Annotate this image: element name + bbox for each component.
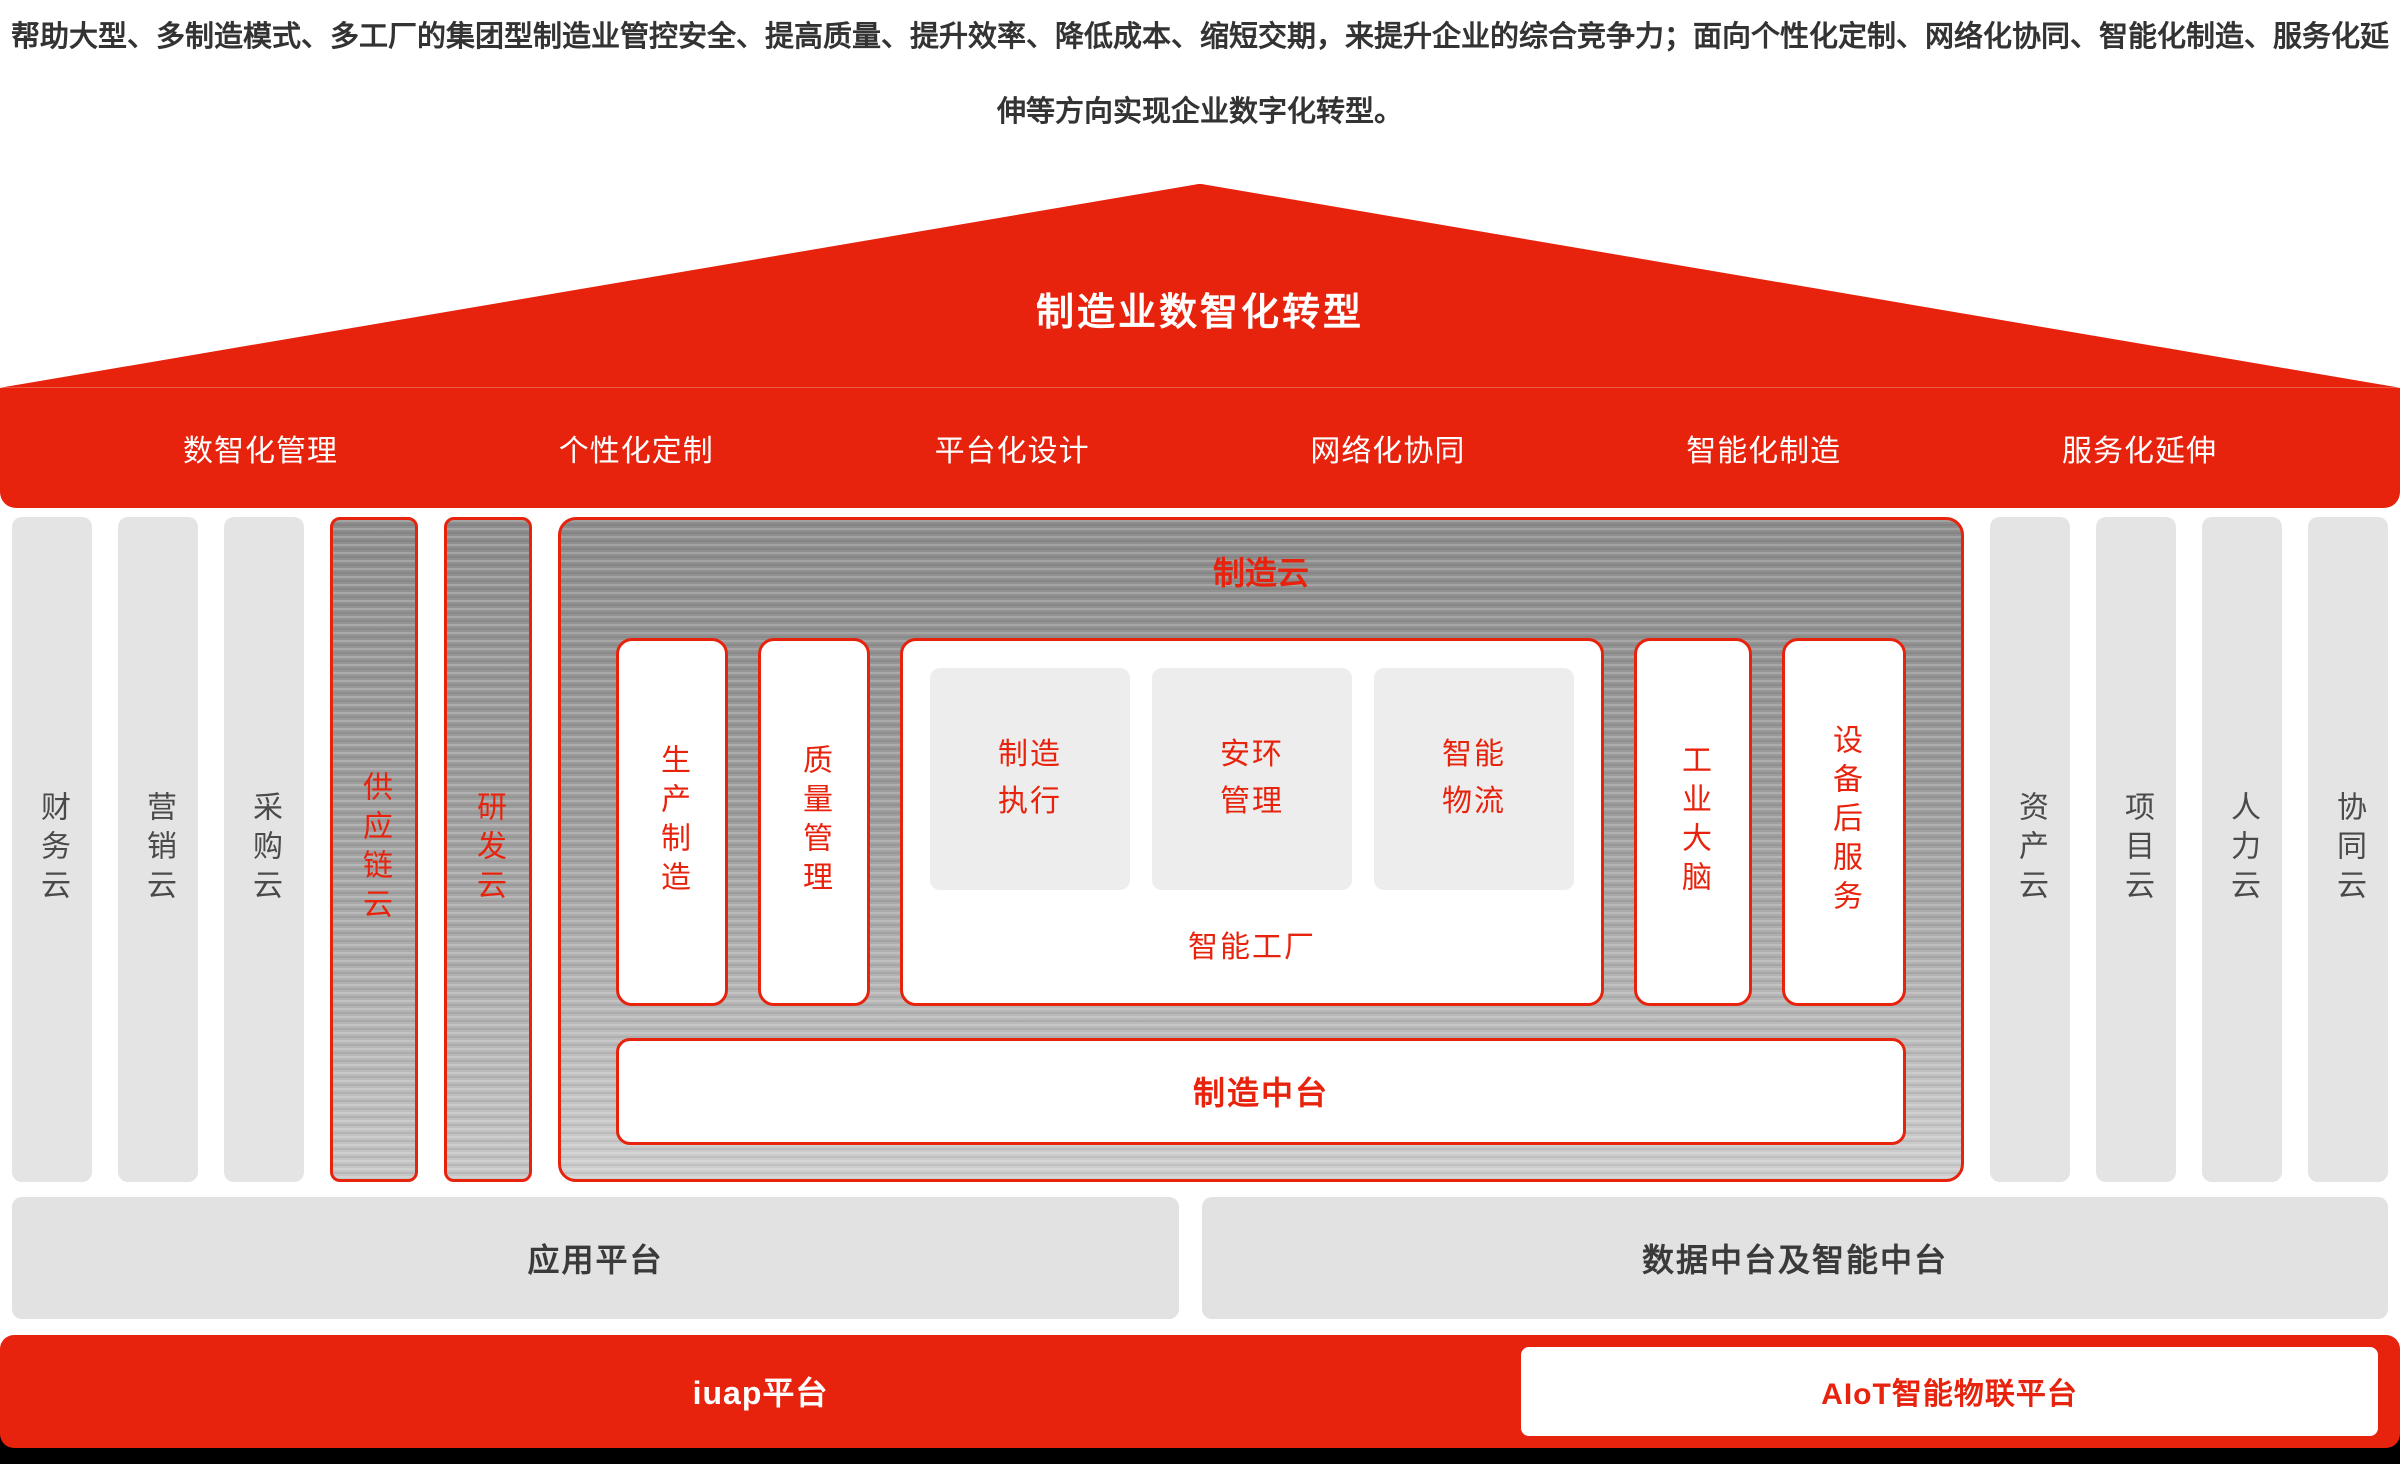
pillar-rnd-cloud: 研发云	[444, 516, 532, 1182]
band-item-personalized-customization: 个性化定制	[558, 434, 714, 468]
band-item-platform-design: 平台化设计	[934, 434, 1090, 468]
band-item-networked-collaboration: 网络化协同	[1310, 434, 1466, 468]
pillar-collaboration-cloud: 协同云	[2308, 516, 2388, 1182]
device-after-service-box: 设备后服务	[1782, 637, 1906, 1006]
iuap-platform-bar: iuap平台 AIoT智能物联平台	[0, 1334, 2400, 1448]
roof-triangle: 制造业数智化转型	[0, 183, 2400, 388]
pillar-label: 营销云	[142, 790, 175, 908]
pillar-finance-cloud: 财务云	[12, 516, 92, 1182]
pillars-row: 财务云 营销云 采购云 供应链云 研发云 制造云 生产制造 质量管理	[0, 516, 2400, 1182]
pillar-label: 协同云	[2332, 790, 2365, 908]
footer: iuap平台 AIoT智能物联平台	[0, 1334, 2400, 1464]
industrial-brain-box: 工业大脑	[1634, 637, 1752, 1006]
smart-logistics-cell: 智能 物流	[1374, 667, 1574, 890]
pillar-label: 研发云	[472, 790, 505, 908]
manufacturing-cloud-title: 制造云	[1212, 554, 1309, 591]
pillar-label: 人力云	[2226, 790, 2259, 908]
manufacturing-cloud-panel: 制造云 生产制造 质量管理 制造 执行 安环 管理 智能 物流 智能工厂	[558, 516, 1964, 1182]
pillar-label: 项目云	[2120, 790, 2153, 908]
smart-factory-box: 制造 执行 安环 管理 智能 物流 智能工厂	[900, 637, 1604, 1006]
band-item-intelligent-manufacturing: 智能化制造	[1686, 434, 1842, 468]
smart-factory-label: 智能工厂	[1188, 930, 1316, 964]
pillar-supply-chain-cloud: 供应链云	[330, 516, 418, 1182]
pillar-marketing-cloud: 营销云	[118, 516, 198, 1182]
box-label: 设备后服务	[1828, 724, 1861, 920]
band-item-digital-management: 数智化管理	[183, 434, 338, 468]
capability-band: 数智化管理 个性化定制 平台化设计 网络化协同 智能化制造 服务化延伸	[0, 387, 2400, 508]
ehs-management-cell: 安环 管理	[1152, 667, 1352, 890]
band-item-service-extension: 服务化延伸	[2061, 434, 2217, 468]
quality-management-box: 质量管理	[758, 637, 870, 1006]
manufacturing-midplatform-bar: 制造中台	[616, 1037, 1906, 1145]
pillar-asset-cloud: 资产云	[1990, 516, 2070, 1182]
diagram-title: 制造业数智化转型	[1035, 291, 1364, 334]
pillar-label: 资产云	[2014, 790, 2047, 908]
smart-factory-cells: 制造 执行 安环 管理 智能 物流	[930, 667, 1574, 890]
production-manufacturing-box: 生产制造	[616, 637, 728, 1006]
iuap-platform-label: iuap平台	[692, 1375, 829, 1412]
pillar-project-cloud: 项目云	[2096, 516, 2176, 1182]
box-label: 生产制造	[656, 743, 689, 900]
box-label: 工业大脑	[1677, 743, 1710, 900]
intro-text: 帮助大型、多制造模式、多工厂的集团型制造业管控安全、提高质量、提升效率、降低成本…	[10, 21, 2389, 129]
pillar-label: 供应链云	[358, 771, 391, 928]
pillar-procurement-cloud: 采购云	[224, 516, 304, 1182]
box-label: 质量管理	[798, 743, 831, 900]
pillar-label: 财务云	[36, 790, 69, 908]
pillar-hr-cloud: 人力云	[2202, 516, 2282, 1182]
platform-bars-row: 应用平台 数据中台及智能中台	[0, 1196, 2400, 1319]
application-platform-bar: 应用平台	[12, 1196, 1179, 1319]
manufacturing-execution-cell: 制造 执行	[930, 667, 1130, 890]
aiot-platform-box: AIoT智能物联平台	[1521, 1346, 2378, 1436]
manufacturing-cloud-content: 生产制造 质量管理 制造 执行 安环 管理 智能 物流 智能工厂 工业大脑	[561, 637, 1961, 1006]
pillar-label: 采购云	[248, 790, 281, 908]
data-intelligence-midplatform-bar: 数据中台及智能中台	[1202, 1196, 2388, 1319]
